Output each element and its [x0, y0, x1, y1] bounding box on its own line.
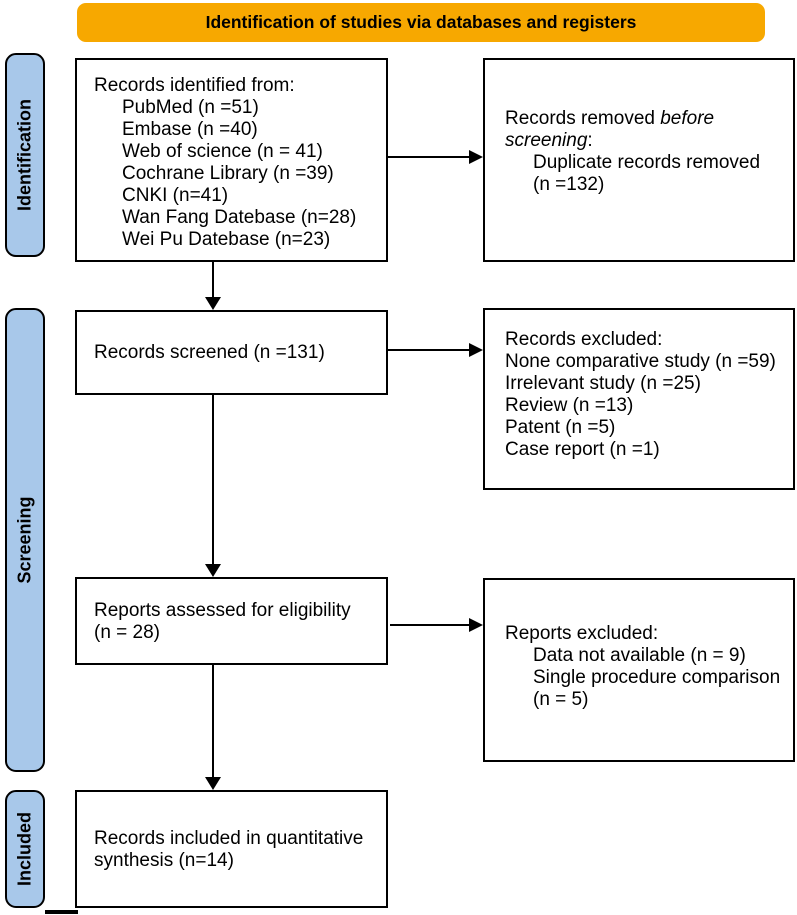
arrow-head-down-icon	[205, 297, 221, 310]
excluded-item: Case report (n =1)	[505, 439, 660, 460]
excluded-item: Patent (n =5)	[505, 417, 616, 438]
box-text-line: Records included in quantitative	[94, 828, 364, 849]
database-item: Cochrane Library (n =39)	[122, 163, 334, 184]
arrow-screened-to-excluded	[388, 343, 483, 357]
arrow-head-down-icon	[205, 564, 221, 577]
box-records-identified: Records identified from: PubMed (n =51) …	[75, 58, 388, 262]
excluded-item: Single procedure comparison	[533, 667, 781, 688]
arrow-identified-to-screened	[205, 262, 221, 310]
box-title: Records excluded:	[505, 329, 663, 350]
stage-screening-label: Screening	[14, 496, 35, 584]
arrow-shaft	[212, 395, 214, 566]
box-text-line: (n = 28)	[94, 622, 161, 643]
banner: Identification of studies via databases …	[77, 3, 765, 42]
box-title: Reports excluded:	[505, 623, 659, 644]
database-item: PubMed (n =51)	[122, 97, 259, 118]
database-item: Wei Pu Datebase (n=23)	[122, 229, 331, 250]
box-text-line: Reports assessed for eligibility	[94, 600, 351, 621]
box-records-removed: Records removed before screening: Duplic…	[483, 58, 795, 262]
arrow-head-right-icon	[469, 618, 483, 632]
arrow-assessed-to-included	[205, 665, 221, 790]
arrow-assessed-to-excluded	[390, 618, 483, 632]
box-records-excluded: Records excluded: None comparative study…	[483, 308, 795, 490]
box-records-included: Records included in quantitative synthes…	[75, 790, 388, 908]
box-records-screened: Records screened (n =131)	[75, 310, 388, 395]
stage-screening: Screening	[5, 308, 45, 772]
arrow-head-down-icon	[205, 777, 221, 790]
excluded-item: Data not available (n = 9)	[533, 645, 746, 666]
image-crop-artifact	[45, 910, 78, 914]
excluded-item: (n = 5)	[533, 689, 589, 710]
box-reports-assessed: Reports assessed for eligibility (n = 28…	[75, 577, 388, 665]
arrow-identified-to-removed	[388, 150, 483, 164]
box-title-line: screening:	[505, 130, 785, 152]
arrow-head-right-icon	[469, 343, 483, 357]
title-text: :	[587, 130, 593, 151]
stage-identification: Identification	[5, 53, 45, 257]
excluded-item: Irrelevant study (n =25)	[505, 373, 701, 394]
excluded-item: None comparative study (n =59)	[505, 351, 776, 372]
excluded-item: Duplicate records removed	[533, 152, 761, 173]
database-item: Web of science (n = 41)	[122, 141, 323, 162]
title-italic: before	[660, 108, 715, 129]
title-text: Records removed	[505, 108, 661, 129]
box-title: Records identified from:	[94, 75, 295, 96]
banner-title: Identification of studies via databases …	[205, 12, 637, 32]
box-text: Records screened (n =131)	[94, 341, 325, 363]
arrow-shaft	[388, 156, 471, 158]
box-title-line: Records removed before	[505, 108, 785, 130]
stage-included: Included	[5, 790, 45, 908]
arrow-shaft	[390, 624, 471, 626]
arrow-shaft	[212, 262, 214, 299]
arrow-shaft	[212, 665, 214, 779]
database-item: CNKI (n=41)	[122, 185, 229, 206]
excluded-item: (n =132)	[533, 174, 605, 195]
box-reports-excluded: Reports excluded: Data not available (n …	[483, 578, 795, 762]
stage-included-label: Included	[14, 811, 35, 887]
database-item: Wan Fang Datebase (n=28)	[122, 207, 357, 228]
arrow-screened-to-assessed	[205, 395, 221, 577]
stage-identification-label: Identification	[14, 99, 35, 211]
arrow-shaft	[388, 349, 471, 351]
database-item: Embase (n =40)	[122, 119, 258, 140]
box-text-line: synthesis (n=14)	[94, 850, 234, 871]
title-italic: screening	[505, 130, 588, 151]
excluded-item: Review (n =13)	[505, 395, 634, 416]
arrow-head-right-icon	[469, 150, 483, 164]
